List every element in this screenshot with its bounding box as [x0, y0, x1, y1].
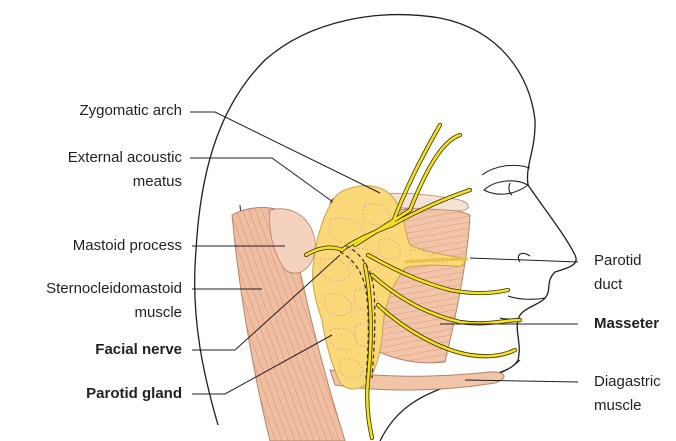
label-parotid-gland: Parotid gland — [10, 384, 182, 403]
label-sternocleidomastoid-line2: muscle — [10, 303, 182, 322]
label-facial-nerve: Facial nerve — [10, 340, 182, 359]
label-digastric-line2: muscle — [594, 396, 674, 415]
label-digastric-line1: Diagastric — [594, 372, 674, 391]
nostril-outline — [518, 253, 530, 262]
label-mastoid-process: Mastoid process — [10, 236, 182, 255]
label-external-acoustic-meatus-line1: External acoustic — [10, 148, 182, 167]
label-parotid-duct-line2: duct — [594, 275, 674, 294]
leader-zygomatic-arch — [190, 112, 380, 193]
eyebrow-outline — [482, 165, 530, 175]
label-parotid-duct-line1: Parotid — [594, 251, 674, 270]
lips-outline — [500, 296, 545, 320]
label-sternocleidomastoid-line1: Sternocleidomastoid — [4, 279, 182, 298]
eye-outline — [484, 181, 528, 195]
leader-parotid-duct — [470, 258, 578, 262]
label-zygomatic-arch: Zygomatic arch — [10, 101, 182, 120]
label-masseter: Masseter — [594, 314, 674, 333]
label-external-acoustic-meatus-line2: meatus — [10, 172, 182, 191]
leader-external-acoustic-meatus — [190, 158, 333, 202]
